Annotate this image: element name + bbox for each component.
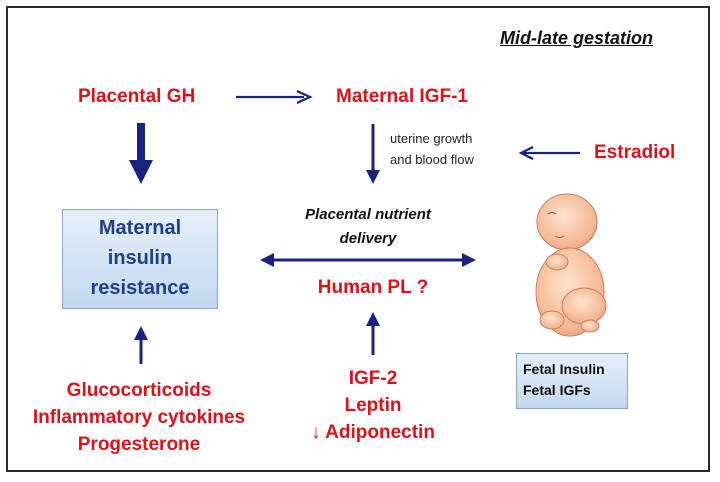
nutrient-delivery-line-2: delivery [339,230,397,247]
igf2-label: IGF-2 [348,368,398,389]
arrow-nutrient-exchange [260,253,476,267]
glucocorticoids-label: Glucocorticoids [66,380,212,401]
arrow-gh-to-igf1 [236,90,313,104]
insulin-resistance-line-1: Maternal [98,217,182,239]
fetal-factors-list: Fetal Insulin Fetal IGFs [523,359,605,401]
nutrient-delivery-line-1: Placental nutrient [305,206,431,223]
uterine-growth-label: uterine growth [390,131,473,146]
insulin-resistance-line-3: resistance [90,277,190,299]
fetus-icon [535,193,607,337]
blood-flow-label: and blood flow [390,152,474,167]
placental-factors-list: IGF-2 Leptin ↓ Adiponectin [298,365,448,446]
human-pl-label: Human PL ? [317,277,429,298]
insulin-resistance-label: Maternal insulin resistance [62,213,218,303]
maternal-igf1-label: Maternal IGF-1 [336,86,468,107]
insulin-resistance-box [62,209,218,309]
fetal-factors-box [516,353,628,409]
insulin-resistance-line-2: insulin [107,247,173,269]
progesterone-label: Progesterone [77,434,201,455]
arrow-igf1-to-nutrient [366,124,380,184]
fetal-insulin-label: Fetal Insulin [523,361,605,377]
arrow-estradiol-to-uterine [518,146,580,160]
adiponectin-label: ↓ Adiponectin [311,422,435,443]
leptin-label: Leptin [344,395,402,416]
diagram-title: Mid-late gestation [500,28,654,48]
estradiol-label: Estradiol [594,142,676,163]
maternal-factors-list: Glucocorticoids Inflammatory cytokines P… [20,377,258,458]
arrow-placental-factors-to-hpl [366,312,380,355]
inflammatory-cytokines-label: Inflammatory cytokines [32,407,246,428]
arrow-gh-to-insulin-resistance [129,123,153,184]
fetal-igfs-label: Fetal IGFs [523,382,591,398]
arrow-maternal-factors-to-ir [134,326,148,364]
placental-gh-label: Placental GH [78,86,196,107]
